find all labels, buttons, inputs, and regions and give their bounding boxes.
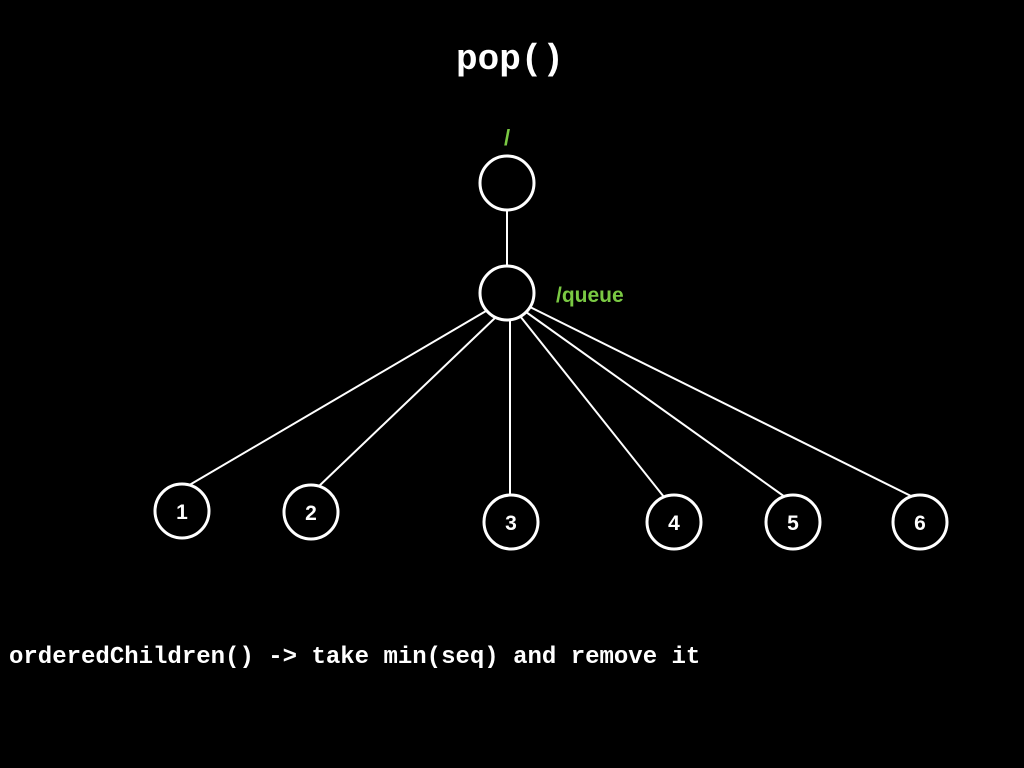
child-node-circle bbox=[764, 493, 822, 551]
slide-caption: orderedChildren() -> take min(seq) and r… bbox=[9, 644, 701, 671]
edge-queue-child-6 bbox=[529, 306, 916, 499]
edge-queue-child-2 bbox=[316, 316, 497, 489]
slide-title: pop() bbox=[455, 39, 565, 80]
child-node-label: 5 bbox=[787, 512, 799, 535]
child-node: 1 bbox=[153, 482, 211, 540]
child-node: 6 bbox=[891, 493, 949, 551]
child-node-circle bbox=[153, 482, 211, 540]
child-node-label: 6 bbox=[914, 512, 926, 535]
edge-queue-child-4 bbox=[519, 315, 665, 498]
child-node: 4 bbox=[645, 493, 703, 551]
root-label: / bbox=[504, 125, 510, 150]
queue-node bbox=[478, 264, 536, 322]
queue-label: /queue bbox=[556, 284, 624, 307]
child-node-circle bbox=[482, 493, 540, 551]
child-node-label: 4 bbox=[668, 512, 680, 535]
child-node-circle bbox=[645, 493, 703, 551]
edge-queue-child-1 bbox=[185, 310, 487, 488]
child-node: 2 bbox=[282, 483, 340, 541]
root-node bbox=[478, 154, 536, 212]
edge-queue-child-5 bbox=[525, 311, 786, 498]
child-node: 5 bbox=[764, 493, 822, 551]
child-node-label: 3 bbox=[505, 512, 517, 535]
child-node-circle bbox=[891, 493, 949, 551]
child-node-label: 1 bbox=[176, 501, 188, 524]
child-node-circle bbox=[282, 483, 340, 541]
child-node-label: 2 bbox=[305, 502, 317, 525]
child-node: 3 bbox=[482, 493, 540, 551]
